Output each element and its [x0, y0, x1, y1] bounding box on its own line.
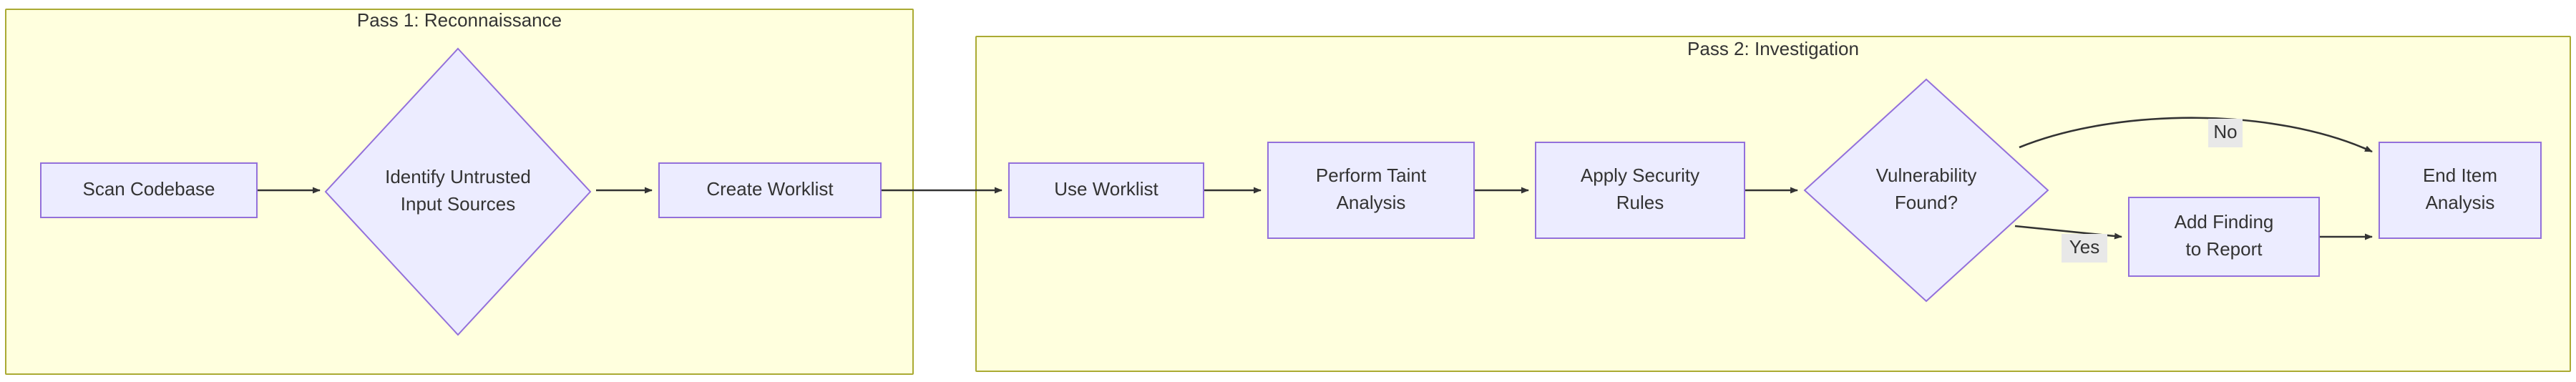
node-label-vulnerability-found-line-0: Vulnerability — [1876, 165, 1977, 186]
node-shape-rect-apply-security-rules[interactable] — [1535, 142, 1745, 239]
node-shape-rect-create-worklist[interactable] — [658, 162, 882, 218]
node-label-use-worklist-line-0: Use Worklist — [1054, 178, 1158, 200]
node-shape-rect-scan-codebase[interactable] — [40, 162, 258, 218]
node-label-add-finding-to-report-line-0: Add Finding — [2175, 211, 2274, 232]
edge-label-bg-e8 — [2062, 234, 2107, 263]
node-shape-rect-end-item-analysis[interactable] — [2379, 142, 2542, 239]
node-label-identify-untrusted-input-sources-line-0: Identify Untrusted — [385, 166, 531, 187]
node-label-apply-security-rules-line-1: Rules — [1616, 192, 1664, 213]
node-shape-rect-perform-taint-analysis[interactable] — [1267, 142, 1475, 239]
cluster-box-pass2 — [975, 36, 2571, 372]
node-label-perform-taint-analysis-line-0: Perform Taint — [1316, 165, 1427, 186]
node-create-worklist[interactable]: Create Worklist — [658, 162, 882, 218]
edge-group — [257, 117, 2373, 240]
node-scan-codebase[interactable]: Scan Codebase — [40, 162, 258, 218]
node-label-create-worklist-line-0: Create Worklist — [706, 178, 834, 200]
node-shape-rect-add-finding-to-report[interactable] — [2128, 197, 2320, 277]
node-add-finding-to-report[interactable]: Add Finding to Report — [2128, 197, 2320, 277]
node-label-end-item-analysis-line-1: Analysis — [2426, 192, 2495, 213]
node-label-apply-security-rules-line-0: Apply Security — [1581, 165, 1699, 186]
cluster-label-pass1: Pass 1: Reconnaissance — [357, 9, 562, 31]
node-label-vulnerability-found-line-1: Found? — [1895, 192, 1958, 213]
node-label-end-item-analysis-line-0: End Item — [2423, 165, 2497, 186]
node-use-worklist[interactable]: Use Worklist — [1008, 162, 1204, 218]
node-label-scan-codebase-line-0: Scan Codebase — [82, 178, 215, 200]
node-shape-diamond-vulnerability-found[interactable] — [1803, 78, 2049, 303]
edge-label-bg-e7 — [2208, 119, 2243, 147]
edge-label-e8: Yes — [2062, 234, 2107, 263]
node-label-add-finding-to-report-line-1: to Report — [2186, 238, 2263, 260]
node-shape-diamond-identify-untrusted-input-sources[interactable] — [324, 47, 592, 336]
node-label-identify-untrusted-input-sources-line-1: Input Sources — [401, 193, 515, 215]
cluster-pass2: Pass 2: Investigation — [975, 36, 2571, 372]
cluster-label-pass2: Pass 2: Investigation — [1687, 38, 1859, 59]
node-label-perform-taint-analysis-line-1: Analysis — [1337, 192, 1406, 213]
edge-vulnerability-found-to-end-item-analysis — [2019, 117, 2373, 153]
edge-label-text-e7: No — [2213, 121, 2237, 142]
edge-label-text-e8: Yes — [2069, 236, 2099, 258]
edge-label-e7: No — [2208, 119, 2243, 147]
node-shape-rect-use-worklist[interactable] — [1008, 162, 1204, 218]
